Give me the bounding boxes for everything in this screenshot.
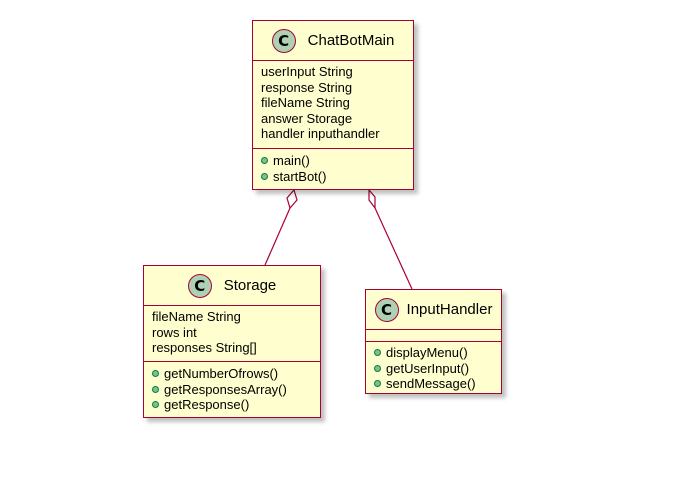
class-name: Storage [223, 277, 277, 294]
method: getNumberOfrows() [152, 366, 312, 382]
attribute: answer Storage [261, 110, 353, 126]
public-visibility-icon [152, 385, 159, 393]
class-methods: getNumberOfrows() getResponsesArray() ge… [144, 362, 320, 417]
attribute: responses String[] [152, 340, 257, 355]
attribute: response String [261, 79, 353, 95]
public-visibility-icon [374, 349, 381, 357]
method-label: startBot() [273, 168, 327, 184]
class-stereotype-icon: C [271, 28, 296, 53]
public-visibility-icon [374, 380, 381, 388]
method: getResponsesArray() [152, 382, 312, 398]
attribute: fileName String [261, 95, 350, 110]
public-visibility-icon [152, 401, 159, 409]
class-stereotype-icon: C [187, 273, 212, 298]
class-stereotype-icon: C [374, 297, 399, 322]
class-header: C InputHandler [366, 290, 501, 330]
class-name: ChatBotMain [307, 32, 395, 49]
class-attributes: userInput String response String fileNam… [253, 61, 413, 149]
method: getUserInput() [374, 361, 493, 377]
attribute: rows int [152, 324, 197, 340]
public-visibility-icon [261, 157, 268, 165]
method-label: main() [273, 153, 310, 168]
method: getResponse() [152, 397, 312, 413]
public-visibility-icon [152, 370, 159, 378]
method-label: getUserInput() [386, 360, 470, 376]
attribute: fileName String [152, 309, 241, 324]
class-header: C ChatBotMain [253, 21, 413, 61]
method: displayMenu() [374, 345, 493, 361]
method-label: getNumberOfrows() [164, 366, 279, 381]
public-visibility-icon [261, 172, 268, 180]
class-attributes: fileName String rows int responses Strin… [144, 306, 320, 362]
class-methods: displayMenu() getUserInput() sendMessage… [366, 342, 501, 396]
class-header: C Storage [144, 266, 320, 306]
aggregation-chatbotmain-inputhandler [368, 188, 413, 290]
aggregation-chatbotmain-storage [264, 188, 298, 266]
class-storage[interactable]: C Storage fileName String rows int respo… [143, 265, 321, 418]
method: main() [261, 153, 405, 169]
method: sendMessage() [374, 376, 493, 392]
method-label: getResponse() [164, 397, 250, 412]
method: startBot() [261, 169, 405, 185]
method-label: sendMessage() [386, 376, 476, 391]
class-attributes [366, 330, 501, 342]
attribute: handler inputhandler [261, 126, 380, 141]
method-label: displayMenu() [386, 345, 468, 360]
class-chatbotmain[interactable]: C ChatBotMain userInput String response … [252, 20, 414, 190]
public-visibility-icon [374, 364, 381, 372]
class-methods: main() startBot() [253, 149, 413, 188]
method-label: getResponsesArray() [164, 381, 287, 397]
class-inputhandler[interactable]: C InputHandler displayMenu() getUserInpu… [365, 289, 502, 394]
class-name: InputHandler [406, 301, 493, 318]
attribute: userInput String [261, 64, 353, 79]
